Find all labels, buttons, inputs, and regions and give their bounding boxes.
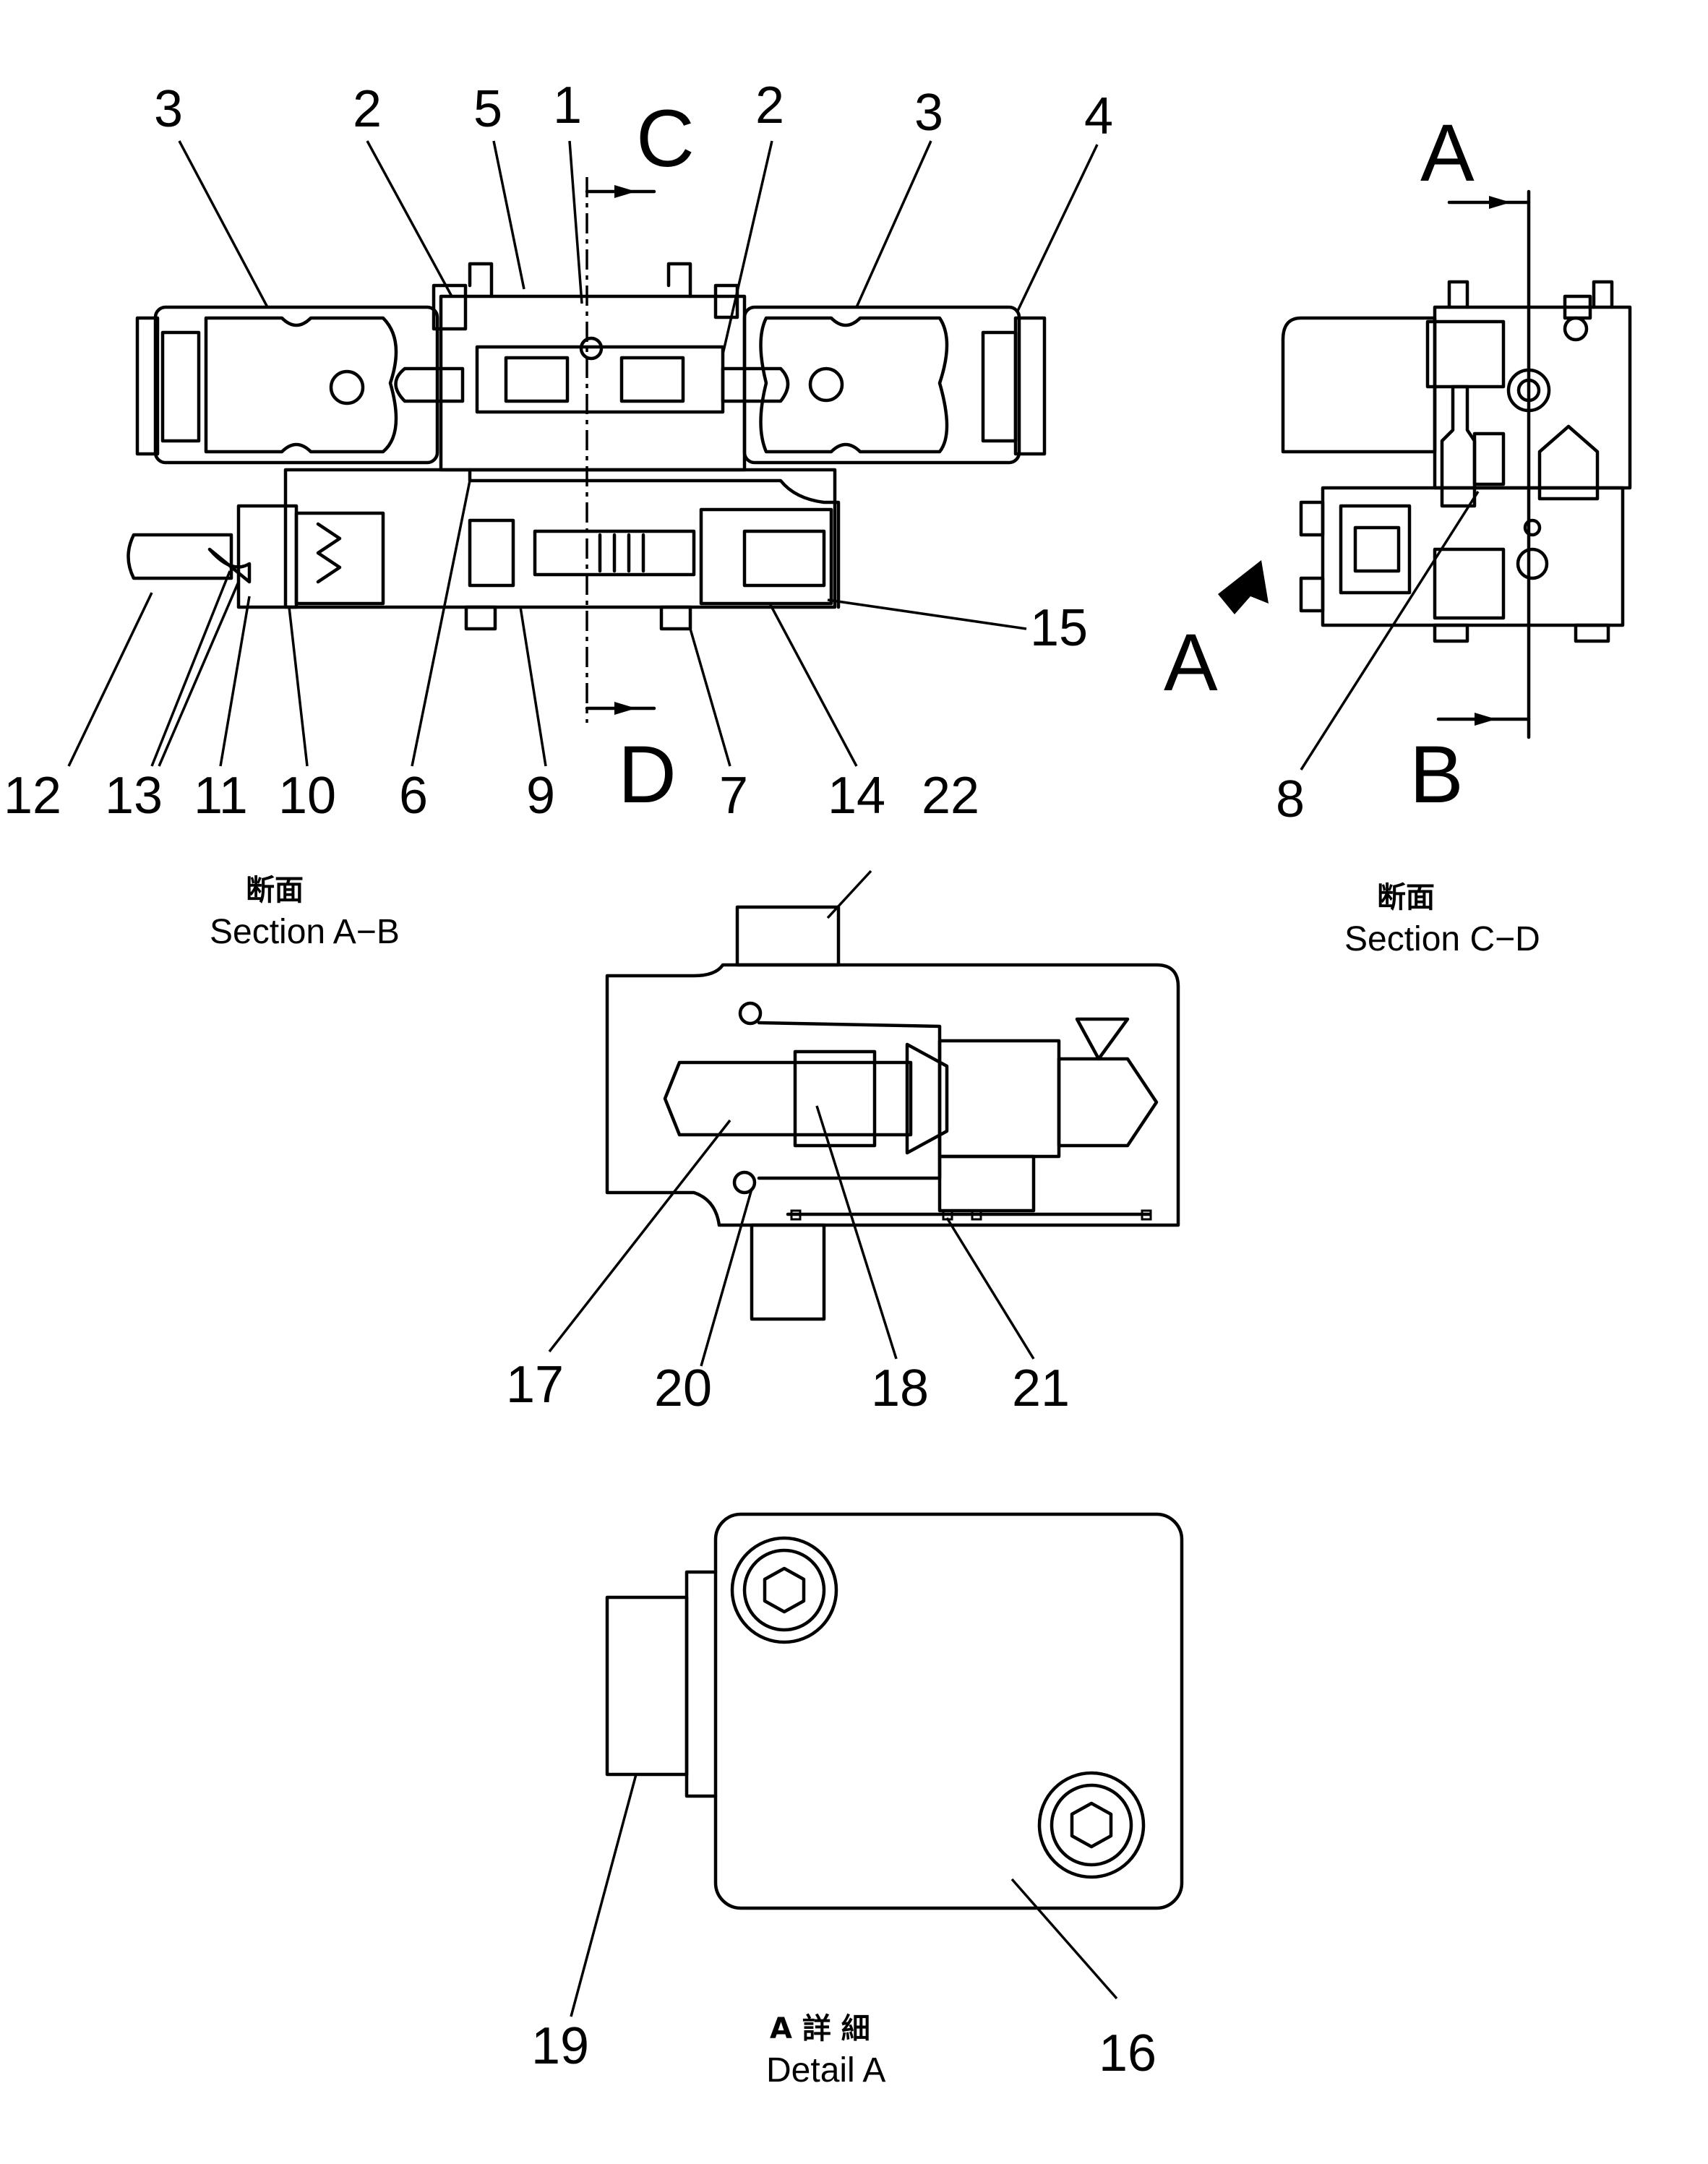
callout-17: 17 [506, 1356, 564, 1414]
callout-9: 9 [526, 767, 555, 825]
callout-6: 6 [399, 767, 428, 825]
view-mark-a-arrow: A [1164, 617, 1218, 708]
cut-mark-d: D [618, 729, 677, 820]
section-ab-title-jp: 断面 [246, 874, 304, 907]
callout-3-left: 3 [154, 80, 183, 138]
callout-7: 7 [719, 767, 748, 825]
callout-10: 10 [278, 767, 336, 825]
cut-mark-c: C [636, 93, 695, 184]
section-ab-title: Section A−B [210, 913, 400, 951]
callout-3-right: 3 [914, 84, 943, 142]
view-mark-a-top: A [1420, 108, 1475, 198]
view-mark-b: B [1409, 729, 1464, 820]
callout-2-left: 2 [353, 80, 382, 138]
callout-22: 22 [922, 767, 979, 825]
callout-8: 8 [1276, 770, 1305, 828]
callout-21: 21 [1012, 1360, 1070, 1417]
callout-18: 18 [871, 1360, 929, 1417]
detail-a-title: Detail A [766, 2051, 885, 2090]
callout-5: 5 [473, 80, 502, 138]
callout-11: 11 [194, 767, 248, 825]
section-cd-callouts: A B A 8 断面 Section C−D [1164, 108, 1540, 958]
section-ab-callouts: 3 2 5 1 2 3 4 15 12 13 11 10 6 9 7 14 22… [4, 77, 1113, 951]
callout-15: 15 [1030, 599, 1088, 657]
callout-16: 16 [1099, 2025, 1156, 2082]
valve-detail-drawing [548, 870, 1180, 1367]
callout-13: 13 [105, 767, 163, 825]
section-cd-title-jp: 断面 [1377, 881, 1435, 914]
section-ab-drawing [67, 140, 1099, 767]
section-cd-title: Section C−D [1344, 920, 1540, 958]
section-cd-drawing [1218, 189, 1632, 770]
detail-a-title-jp: A 詳 細 [770, 2012, 870, 2045]
callout-14: 14 [828, 767, 885, 825]
detail-a-drawing [570, 1512, 1184, 2017]
callout-2-right: 2 [755, 77, 784, 134]
callout-1: 1 [553, 77, 582, 134]
callout-20: 20 [654, 1360, 712, 1417]
detail-a-callouts: 19 16 A 詳 細 Detail A [531, 2012, 1156, 2090]
callout-12: 12 [4, 767, 61, 825]
callout-19: 19 [531, 2017, 589, 2075]
valve-detail-callouts: 17 20 18 21 [506, 1356, 1070, 1417]
callout-4: 4 [1084, 87, 1113, 145]
